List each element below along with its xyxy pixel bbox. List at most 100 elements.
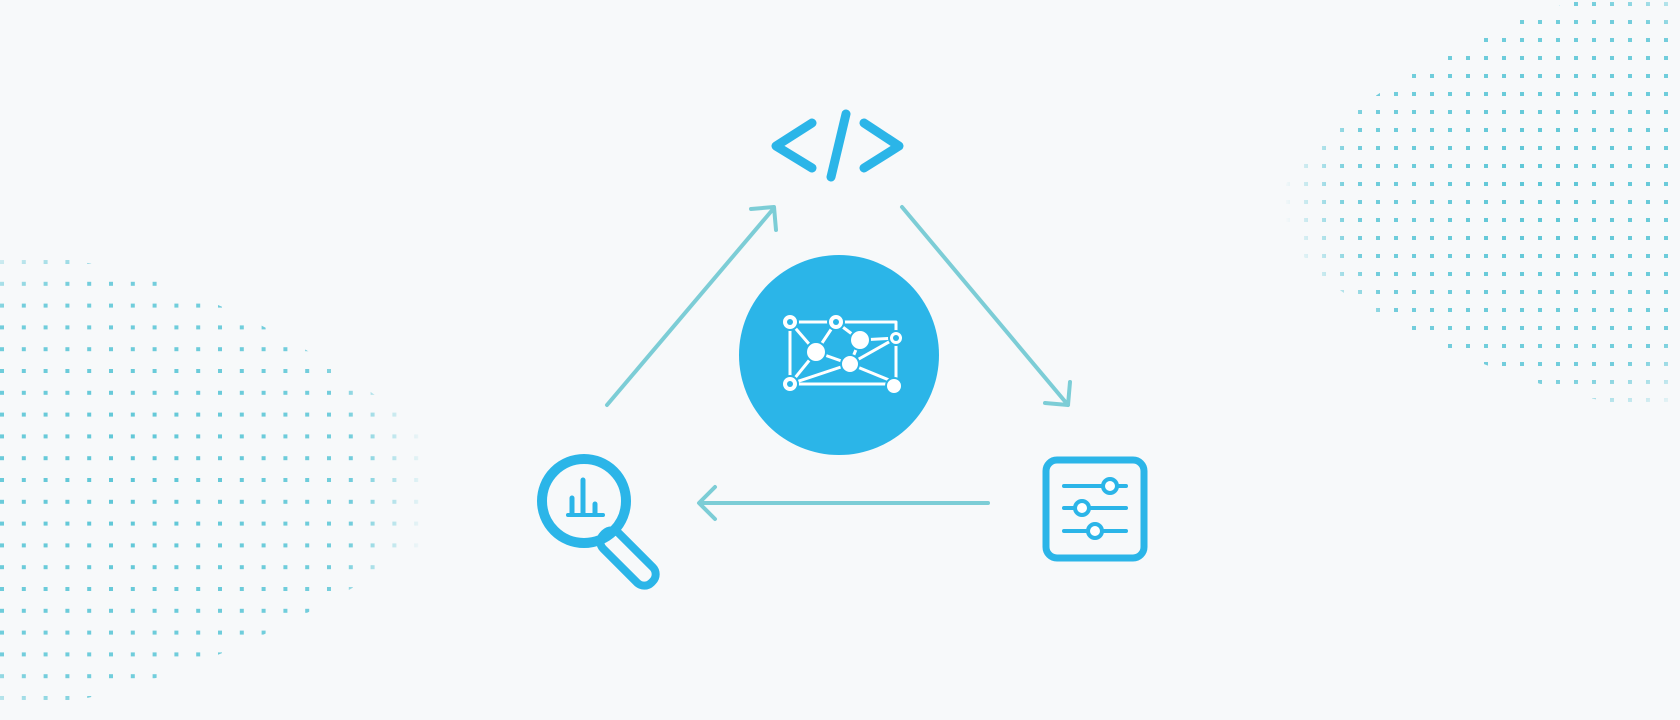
decor-dot — [1286, 146, 1290, 150]
decor-dot — [457, 347, 462, 352]
decor-dot — [174, 347, 179, 352]
decor-dot — [1538, 326, 1542, 330]
decor-dot — [1556, 308, 1560, 312]
decor-dot — [1268, 380, 1272, 384]
decor-dot — [261, 478, 266, 482]
decor-dot — [1394, 92, 1398, 96]
decor-dot — [1430, 254, 1434, 258]
decor-dot — [392, 325, 397, 330]
decor-dot — [1250, 74, 1254, 78]
decor-dot — [1448, 164, 1452, 168]
decor-dot — [436, 456, 440, 461]
decor-dot — [1268, 398, 1272, 402]
decor-dot — [21, 390, 26, 395]
decor-dot — [1448, 326, 1452, 330]
decor-dot — [283, 303, 288, 308]
decor-dot — [1250, 416, 1254, 420]
decor-dot — [1664, 326, 1668, 330]
decor-dot — [21, 325, 26, 330]
decor-dot — [414, 325, 419, 330]
decor-dot — [1628, 56, 1632, 60]
decor-dot — [1466, 416, 1470, 420]
decor-dot — [1268, 2, 1272, 6]
decor-dot — [87, 260, 92, 264]
decor-dot — [1610, 2, 1614, 6]
decor-dot — [239, 565, 244, 570]
decor-dot — [1502, 254, 1506, 258]
decor-dot — [1664, 308, 1668, 312]
decor-dot — [1394, 218, 1398, 222]
decor-dot — [65, 696, 70, 700]
decor-dot — [392, 303, 397, 308]
decor-dot — [1574, 326, 1578, 330]
decor-dot — [174, 456, 179, 461]
decor-dot — [1430, 146, 1434, 150]
decor-dot — [1574, 362, 1578, 366]
decor-dot — [1520, 110, 1524, 114]
decor-dot — [305, 347, 310, 352]
decor-dot — [21, 412, 26, 417]
decor-dot — [457, 434, 462, 439]
decor-dot — [1592, 272, 1596, 276]
decor-dot — [1664, 146, 1668, 150]
decor-dot — [327, 281, 331, 286]
decor-dot — [414, 674, 419, 679]
decor-dot — [1538, 254, 1542, 258]
decor-dot — [1520, 128, 1524, 132]
decor-dot — [457, 696, 462, 700]
decor-dot — [1250, 128, 1254, 132]
decor-dot — [436, 521, 440, 526]
decor-dot — [1268, 290, 1272, 294]
decor-dot — [1304, 254, 1308, 258]
decor-dot — [1340, 362, 1344, 366]
decor-dot — [1610, 56, 1614, 60]
decor-dot — [1556, 236, 1560, 240]
dot-pattern-right — [1250, 2, 1668, 420]
decor-dot — [1610, 182, 1614, 186]
decor-dot — [87, 456, 92, 461]
decor-dot — [457, 587, 462, 591]
decor-dot — [1412, 236, 1416, 240]
decor-dot — [392, 456, 397, 461]
decor-dot — [0, 281, 4, 286]
decor-dot — [130, 608, 135, 613]
decor-dot — [1376, 380, 1380, 384]
decor-dot — [21, 674, 26, 679]
decor-dot — [65, 390, 70, 395]
decor-dot — [1484, 92, 1488, 96]
decor-dot — [1628, 182, 1632, 186]
decor-dot — [1466, 110, 1470, 114]
decor-dot — [196, 260, 201, 264]
decor-dot — [196, 674, 201, 679]
decor-dot — [1322, 290, 1326, 294]
decor-dot — [414, 608, 419, 613]
decor-dot — [1466, 236, 1470, 240]
decor-dot — [392, 565, 397, 570]
decor-dot — [196, 434, 201, 439]
decor-dot — [0, 630, 4, 635]
decor-dot — [1610, 74, 1614, 78]
decor-dot — [1394, 236, 1398, 240]
decor-dot — [43, 478, 48, 482]
decor-dot — [21, 565, 26, 570]
decor-dot — [1286, 2, 1290, 6]
decor-dot — [1286, 218, 1290, 222]
decor-dot — [1574, 200, 1578, 204]
decor-dot — [130, 674, 135, 679]
decor-dot — [109, 630, 113, 635]
decor-dot — [152, 652, 157, 657]
decor-dot — [109, 260, 113, 264]
decor-dot — [283, 347, 288, 352]
decor-dot — [1376, 272, 1380, 276]
decor-dot — [327, 412, 331, 417]
decor-dot — [218, 260, 222, 264]
decor-dot — [1484, 200, 1488, 204]
decor-dot — [370, 696, 375, 700]
decor-dot — [414, 434, 419, 439]
decor-dot — [130, 456, 135, 461]
decor-dot — [109, 325, 113, 330]
decor-dot — [1376, 182, 1380, 186]
decor-dot — [1484, 110, 1488, 114]
decor-dot — [457, 260, 462, 264]
decor-dot — [1340, 74, 1344, 78]
